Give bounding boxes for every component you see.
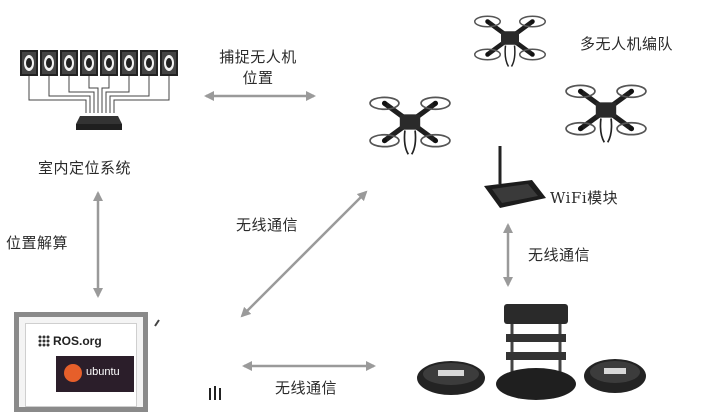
ros-logo: ROS.org [38, 334, 102, 348]
drone-icon [475, 16, 546, 66]
camera-icon [160, 50, 178, 76]
ubuntu-logo-text: ubuntu [86, 366, 120, 378]
camera-wiring [28, 76, 170, 113]
label-position-solve: 位置解算 [6, 234, 69, 252]
camera-icon [140, 50, 158, 76]
label-multi-uav: 多无人机编队 [580, 35, 674, 53]
camera-icon [120, 50, 138, 76]
camera-array [20, 50, 178, 76]
robot-right-icon [584, 359, 646, 393]
ubuntu-circle-icon [64, 364, 82, 382]
router-antenna-icon [209, 386, 221, 400]
robot-left-icon [417, 361, 485, 395]
label-wireless-comm-2: 无线通信 [528, 246, 591, 264]
label-indoor-positioning: 室内定位系统 [38, 159, 132, 177]
label-wireless-comm-3: 无线通信 [275, 379, 338, 397]
ros-logo-text: ROS.org [53, 334, 102, 348]
label-capture-position-line1: 捕捉无人机 [219, 48, 297, 66]
camera-icon [100, 50, 118, 76]
wifi-module-icon [484, 146, 546, 208]
network-switch-icon [76, 116, 122, 130]
robot-center-icon [496, 304, 576, 400]
camera-icon [20, 50, 38, 76]
ros-screen: ROS.org ubuntu [25, 323, 137, 407]
diagram-canvas [20, 0, 703, 400]
label-wireless-comm-1: 无线通信 [236, 216, 299, 234]
arrow-wireless-diagonal [240, 190, 368, 318]
camera-icon [80, 50, 98, 76]
camera-icon [40, 50, 58, 76]
drone-icon [566, 85, 646, 142]
drone-icon [370, 97, 450, 154]
ros-dots-icon [38, 335, 50, 347]
ros-computer: ROS.org ubuntu [14, 312, 148, 412]
pointer-mark [154, 319, 160, 327]
camera-icon [60, 50, 78, 76]
label-capture-position-line2: 位置 [242, 69, 274, 87]
label-wifi-module: WiFi模块 [550, 189, 619, 207]
ubuntu-logo: ubuntu [56, 356, 134, 392]
